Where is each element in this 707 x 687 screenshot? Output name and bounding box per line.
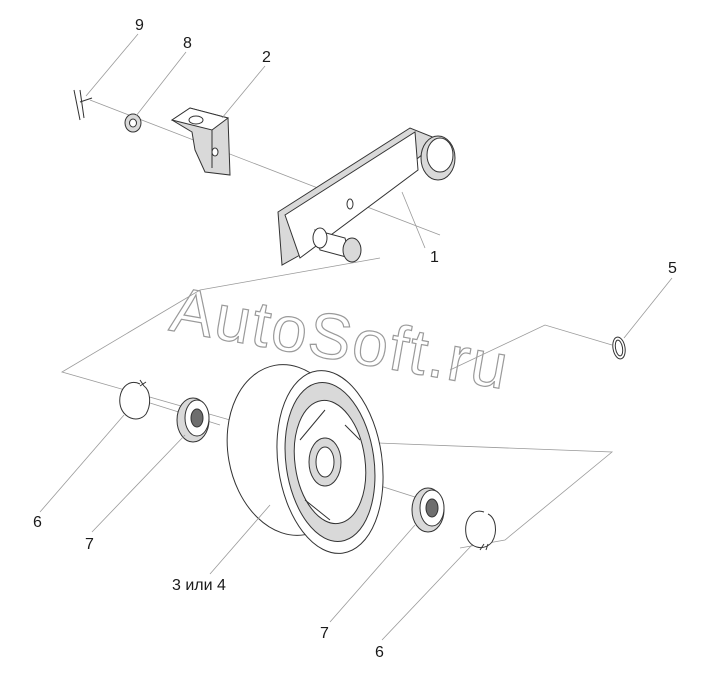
part-5-snap-ring [612,336,626,360]
label-5: 5 [668,260,677,277]
label-9: 9 [135,17,144,34]
leader-lines [39,33,673,641]
part-1-lever-arm [277,127,456,266]
part-7-bearing-left [176,397,210,443]
part-6-circlip-left [119,379,151,420]
part-8-washer [124,113,142,133]
label-1: 1 [430,249,439,266]
label-3-or-4: 3 или 4 [172,577,226,594]
label-6-right: 6 [375,644,384,661]
label-2: 2 [262,49,271,66]
part-2-bracket [170,107,231,176]
label-7-left: 7 [85,536,94,553]
part-3-4-pulley-wheel [226,364,384,554]
callout-labels: 9 8 2 1 5 6 7 3 или 4 7 6 [33,17,677,661]
label-8: 8 [183,35,192,52]
part-9-cotter-pin [73,89,93,121]
label-6-left: 6 [33,514,42,531]
part-7-bearing-right [411,487,445,533]
label-7-right: 7 [320,625,329,642]
part-6-circlip-right [465,510,496,551]
